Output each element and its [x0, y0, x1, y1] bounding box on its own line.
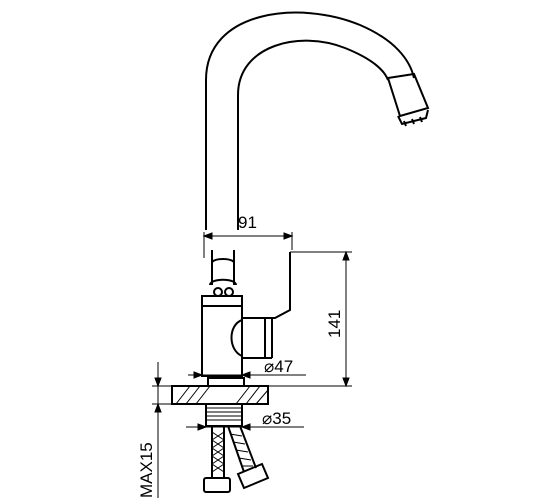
max-thickness-label: MAX15 [137, 442, 156, 498]
width-dimension-label: 91 [238, 213, 257, 232]
spout [205, 11, 415, 230]
dimension-lines [152, 232, 352, 498]
mount-stud [205, 403, 243, 427]
aerator [386, 72, 430, 127]
base-plate [171, 377, 269, 405]
height-dimension-label: 141 [325, 310, 344, 338]
mount-diameter-label: ⌀35 [262, 409, 291, 428]
body-diameter-label: ⌀47 [264, 357, 293, 376]
hoses [203, 425, 270, 493]
faucet-body [201, 250, 291, 377]
